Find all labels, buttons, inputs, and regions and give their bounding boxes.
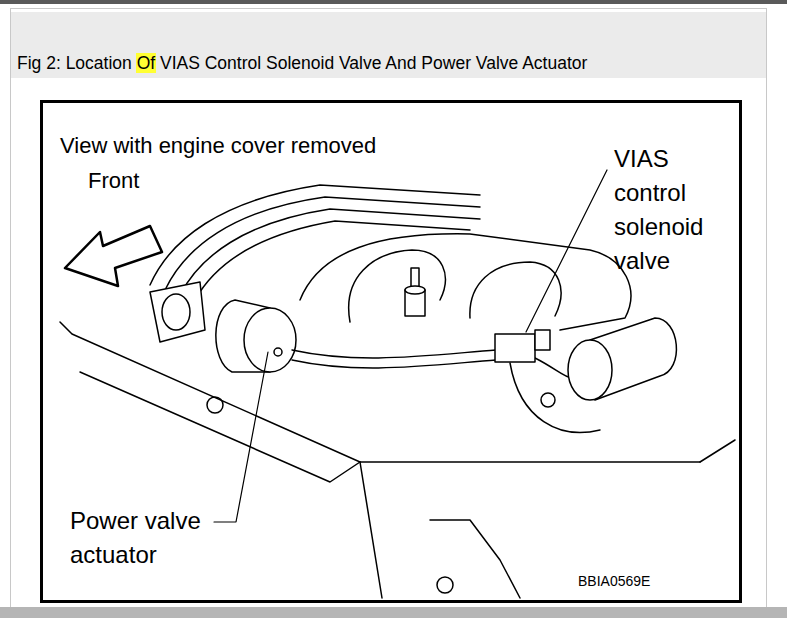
part-label: VIAS control solenoid valve <box>614 142 732 278</box>
solenoid-connector <box>535 330 550 350</box>
vacuum-hose <box>292 350 496 358</box>
intake-plenum <box>300 234 631 330</box>
direction-label: Front <box>88 166 208 196</box>
front-arrow <box>65 226 162 286</box>
vacuum-tank <box>568 340 612 400</box>
intake-port <box>349 250 446 322</box>
throttle-body <box>150 282 205 342</box>
leader-line <box>214 352 268 522</box>
vacuum-hose <box>535 358 572 378</box>
vacuum-nipple <box>405 286 425 294</box>
bolt <box>437 577 453 593</box>
bolt <box>541 393 555 407</box>
figure-code: BBIA0569E <box>578 572 718 590</box>
bracket <box>430 520 520 598</box>
engine-frame <box>80 372 360 482</box>
throttle-body <box>162 294 190 330</box>
engine-frame <box>360 462 382 598</box>
top-bar <box>0 0 787 4</box>
part-label: Power valve actuator <box>70 504 235 572</box>
view-note: View with engine cover removed <box>60 131 480 161</box>
power-valve-actuator <box>274 348 282 356</box>
leader-line <box>526 170 607 332</box>
power-valve-actuator <box>244 308 296 372</box>
solenoid-valve <box>495 334 535 362</box>
figure-title: Fig 2: Location Of VIAS Control Solenoid… <box>17 52 762 74</box>
vacuum-hose <box>292 360 496 368</box>
bracket <box>700 440 735 462</box>
bottom-bar <box>0 607 787 618</box>
bolt <box>207 397 223 413</box>
